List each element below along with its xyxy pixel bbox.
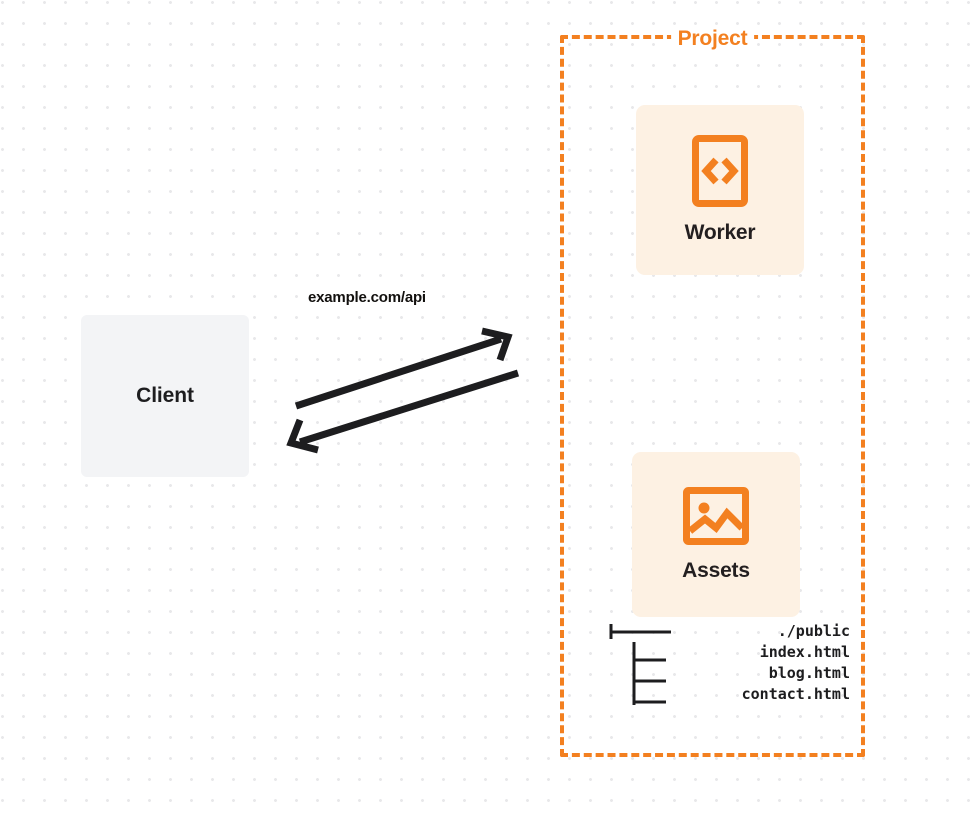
worker-node-label: Worker	[684, 221, 756, 244]
worker-node[interactable]: Worker	[636, 105, 804, 275]
assets-node-label: Assets	[682, 558, 750, 582]
file-tree-row-name: ./public	[777, 622, 850, 640]
client-node[interactable]: Client	[81, 315, 249, 477]
file-tree-row: blog.html	[609, 663, 855, 684]
assets-node[interactable]: Assets	[632, 452, 800, 617]
file-tree-row-name: blog.html	[768, 664, 850, 682]
tree-branch-root-icon	[609, 624, 671, 639]
response-arrow	[286, 369, 520, 454]
client-node-label: Client	[136, 384, 194, 407]
tree-branch-child-icon	[632, 663, 666, 684]
file-tree: ./public index.html blog.html	[609, 621, 855, 705]
tree-branch-child-icon	[632, 684, 666, 705]
connection-label: example.com/api	[308, 289, 426, 306]
file-tree-row: ./public	[609, 621, 855, 642]
request-arrow	[294, 327, 513, 410]
code-brackets-icon	[692, 135, 748, 207]
image-icon	[683, 486, 749, 545]
project-container[interactable]: Project Worker Assets	[560, 27, 865, 757]
file-tree-row: contact.html	[609, 684, 855, 705]
file-tree-row: index.html	[609, 642, 855, 663]
tree-branch-child-icon	[632, 642, 666, 663]
file-tree-row-name: index.html	[759, 643, 850, 661]
project-title: Project	[670, 27, 755, 51]
file-tree-row-name: contact.html	[741, 685, 850, 703]
